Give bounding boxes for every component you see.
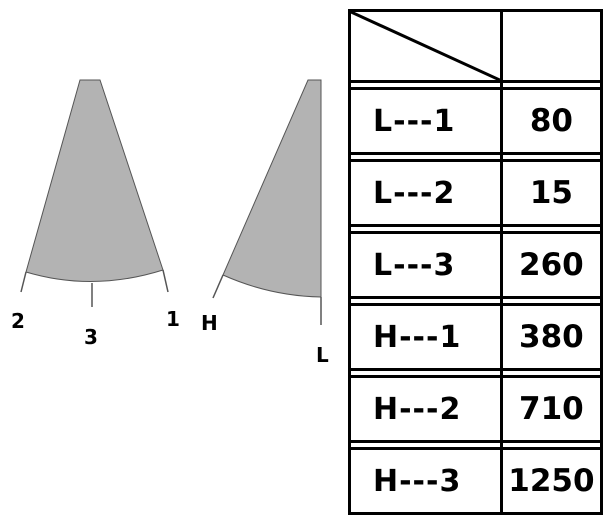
- spacer-cell: [499, 296, 603, 306]
- table-header-row: [348, 9, 603, 83]
- spacer-cell: [499, 80, 603, 90]
- label-1: 1: [166, 307, 180, 331]
- label-h: H: [201, 311, 218, 335]
- row-value: 80: [499, 87, 603, 155]
- right-cone-body: [222, 79, 322, 298]
- header-value-cell: [499, 9, 603, 83]
- row-value: 260: [499, 231, 603, 299]
- spacer-cell: [499, 224, 603, 234]
- row-label: L---2: [348, 159, 503, 227]
- row-value: 15: [499, 159, 603, 227]
- data-table: L---1 80 L---2 15 L---3 260 H---1 380 H-…: [348, 9, 603, 515]
- table-spacer: [348, 80, 603, 90]
- table-row: L---1 80: [348, 87, 603, 155]
- spacer-cell: [499, 152, 603, 162]
- row-label: L---1: [348, 87, 503, 155]
- spacer-cell: [499, 368, 603, 378]
- spacer-cell: [348, 296, 503, 306]
- left-cone-body: [25, 79, 164, 282]
- row-value: 380: [499, 303, 603, 371]
- left-cone-stem-1: [162, 269, 169, 293]
- table-row: L---3 260: [348, 231, 603, 299]
- label-3: 3: [84, 325, 98, 349]
- table-spacer: [348, 440, 603, 450]
- right-cone-stem-h: [212, 274, 224, 299]
- spacer-cell: [348, 368, 503, 378]
- row-label: H---3: [348, 447, 503, 515]
- row-value: 1250: [499, 447, 603, 515]
- table-spacer: [348, 368, 603, 378]
- spacer-cell: [348, 440, 503, 450]
- cone-diagram: 2 3 1 H L: [11, 79, 329, 367]
- table-spacer: [348, 224, 603, 234]
- spacer-cell: [499, 440, 603, 450]
- label-2: 2: [11, 309, 25, 333]
- table-row: L---2 15: [348, 159, 603, 227]
- right-cone: H L: [201, 79, 329, 367]
- spacer-cell: [348, 152, 503, 162]
- row-label: H---1: [348, 303, 503, 371]
- diagonal-header-cell: [348, 9, 503, 83]
- spacer-cell: [348, 224, 503, 234]
- row-value: 710: [499, 375, 603, 443]
- table-row: H---3 1250: [348, 447, 603, 515]
- left-cone-stem-2: [20, 271, 27, 293]
- table-spacer: [348, 152, 603, 162]
- diagonal-line: [351, 12, 500, 80]
- table-spacer: [348, 296, 603, 306]
- row-label: H---2: [348, 375, 503, 443]
- table-row: H---1 380: [348, 303, 603, 371]
- left-cone: 2 3 1: [11, 79, 180, 349]
- row-label: L---3: [348, 231, 503, 299]
- spacer-cell: [348, 80, 503, 90]
- table-row: H---2 710: [348, 375, 603, 443]
- label-l: L: [316, 343, 329, 367]
